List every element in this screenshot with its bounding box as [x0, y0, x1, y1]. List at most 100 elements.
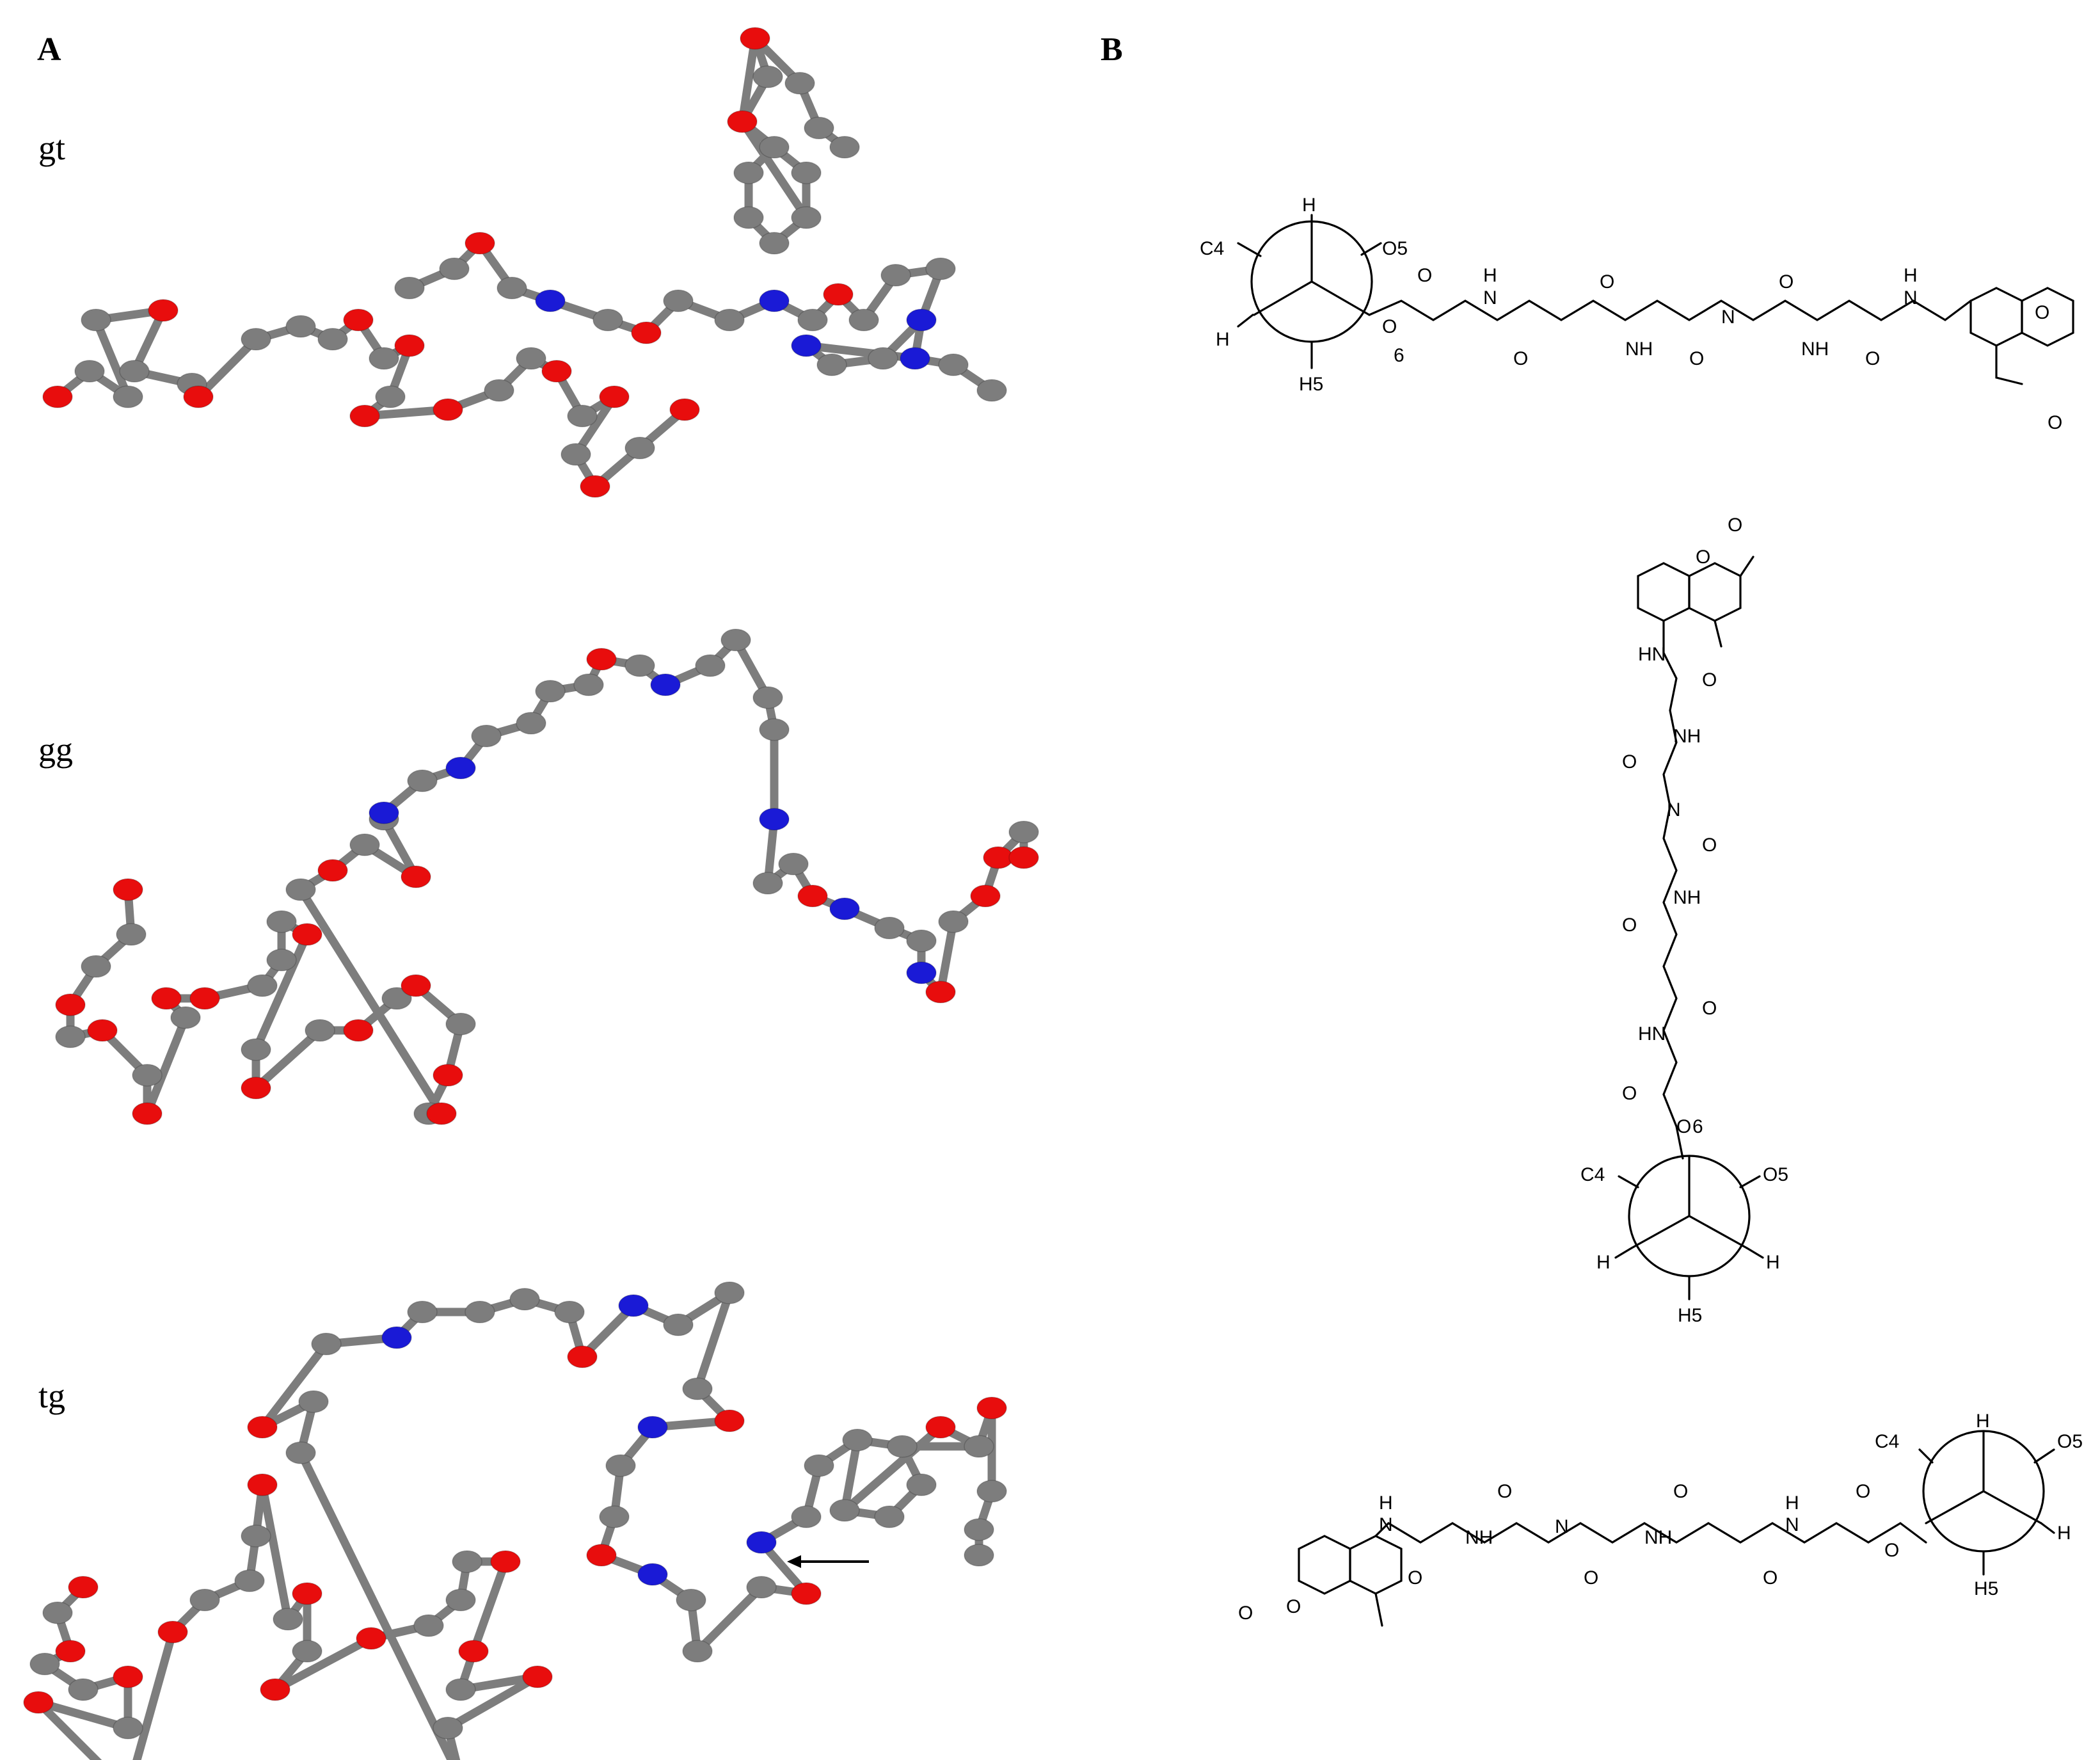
- atom-sphere: [266, 948, 297, 972]
- atom-h: H: [1483, 265, 1497, 286]
- model-gg: [55, 628, 1039, 1125]
- atom-sphere: [983, 846, 1014, 869]
- atom-sphere: [714, 1409, 745, 1432]
- atom-sphere: [247, 1473, 278, 1496]
- atom-sphere: [42, 385, 73, 408]
- atom-o6: O: [1676, 1116, 1691, 1137]
- atom-o: O: [1408, 1567, 1422, 1588]
- atom-sphere: [791, 1582, 822, 1605]
- atom-sphere: [829, 1499, 860, 1522]
- atom-sphere: [823, 283, 854, 306]
- atom-sphere: [381, 987, 412, 1010]
- atom-sphere: [874, 1505, 905, 1528]
- atom-sphere: [433, 398, 463, 421]
- atom-o: O: [1622, 1083, 1637, 1104]
- atom-sphere: [733, 206, 764, 229]
- atom-sphere: [791, 1505, 822, 1528]
- atom-sphere: [976, 379, 1007, 402]
- atom-sphere: [663, 289, 694, 312]
- atom-sphere: [804, 116, 834, 140]
- atom-sphere: [29, 1652, 60, 1676]
- atom-sphere: [452, 1550, 482, 1573]
- atom-h: H: [1216, 329, 1230, 350]
- atom-o: O: [2048, 412, 2062, 433]
- atom-sphere: [880, 264, 911, 287]
- atom-o: O: [1600, 271, 1614, 292]
- atom-sphere: [618, 1294, 649, 1317]
- atom-h: H: [1766, 1252, 1780, 1273]
- atom-sphere: [682, 1640, 713, 1663]
- atom-sphere: [586, 648, 617, 671]
- atom-nh: NH: [1465, 1527, 1493, 1548]
- atom-sphere: [637, 1563, 668, 1586]
- atom-o: O: [1702, 669, 1717, 691]
- atom-sphere: [266, 910, 297, 933]
- atom-nh: NH: [1801, 339, 1829, 360]
- conformer-label-gg: gg: [38, 730, 73, 769]
- atom-sphere: [369, 801, 399, 824]
- atom-sphere: [241, 1076, 271, 1100]
- atom-sphere: [55, 1025, 86, 1048]
- atom-sphere: [759, 808, 790, 831]
- atom-sphere: [580, 475, 610, 498]
- atom-sphere: [906, 308, 937, 332]
- atom-hn: HN: [1638, 1023, 1666, 1044]
- atom-o5: O5: [1382, 238, 1408, 259]
- atom-o5: O5: [2057, 1431, 2083, 1452]
- atom-sphere: [593, 308, 623, 332]
- atom-h: H: [1596, 1252, 1611, 1273]
- atom-o: O: [1622, 751, 1637, 772]
- atom-sphere: [829, 136, 860, 159]
- atom-sphere: [234, 1569, 265, 1592]
- atom-sphere: [535, 289, 566, 312]
- atom-sphere: [573, 673, 604, 696]
- atom-o: O: [1696, 547, 1710, 568]
- bond: [132, 1628, 177, 1760]
- atom-sphere: [394, 276, 425, 300]
- atom-sphere: [714, 1281, 745, 1304]
- atom-sphere: [727, 110, 758, 133]
- atom-sphere: [624, 436, 655, 460]
- atom-sphere: [567, 1345, 598, 1368]
- atom-6-locant: 6: [1692, 1116, 1703, 1137]
- atom-sphere: [567, 404, 598, 428]
- bond: [296, 1448, 456, 1760]
- bond: [840, 1436, 862, 1515]
- atom-sphere: [695, 654, 726, 677]
- atom-sphere: [561, 443, 591, 466]
- atom-sphere: [87, 1019, 118, 1042]
- model-gt: [42, 27, 1007, 498]
- atom-sphere: [189, 1588, 220, 1612]
- bond: [443, 1672, 542, 1732]
- bond: [251, 930, 312, 1054]
- atom-sphere: [148, 299, 179, 322]
- atom-sphere: [1008, 846, 1039, 869]
- atom-sphere: [132, 1064, 163, 1087]
- atom-c4: C4: [1580, 1164, 1605, 1185]
- atom-sphere: [669, 398, 700, 421]
- atom-o: O: [1673, 1481, 1688, 1502]
- atom-sphere: [906, 1473, 937, 1496]
- atom-sphere: [778, 852, 809, 876]
- atom-sphere: [68, 1576, 99, 1599]
- atom-sphere: [119, 360, 150, 383]
- atom-sphere: [1008, 820, 1039, 844]
- pointer-arrow: [787, 1555, 869, 1568]
- atom-sphere: [241, 1524, 271, 1548]
- atom-sphere: [343, 308, 374, 332]
- ball-and-stick-models: [23, 27, 1039, 1760]
- atom-h5: H5: [1678, 1305, 1702, 1326]
- atom-sphere: [887, 1435, 918, 1458]
- atom-n: N: [1667, 799, 1681, 820]
- atom-sphere: [874, 916, 905, 940]
- atom-sphere: [113, 1716, 143, 1740]
- atom-sphere: [298, 1390, 329, 1413]
- atom-sphere: [797, 884, 828, 908]
- bond: [271, 1634, 376, 1694]
- atom-sphere: [714, 308, 745, 332]
- atom-sphere: [906, 929, 937, 952]
- atom-sphere: [484, 379, 514, 402]
- atom-n: N: [1785, 1514, 1799, 1535]
- atom-o: O: [1865, 348, 1880, 369]
